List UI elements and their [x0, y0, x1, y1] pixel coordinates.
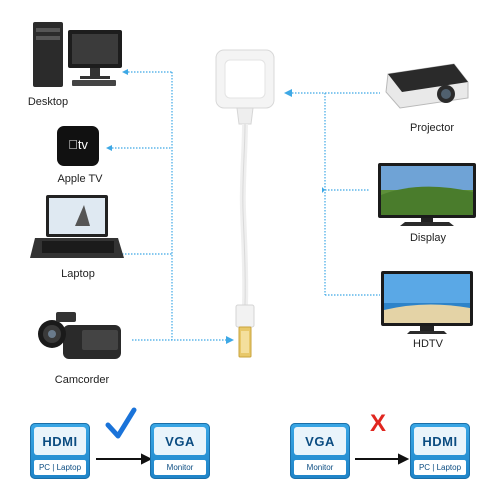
desktop-icon — [33, 22, 122, 87]
source-label-desktop: Desktop — [27, 96, 69, 108]
hdmi-port-panel: HDMI — [34, 427, 86, 455]
hdmi-port-panel: HDMI — [414, 427, 466, 455]
apple-tv-badge: tv — [62, 137, 94, 152]
port-label: HDMI — [42, 433, 78, 449]
display-icon — [378, 163, 476, 226]
apple-logo-icon:  — [68, 137, 78, 152]
camcorder-icon — [38, 312, 121, 359]
hdmi-in-arrow — [226, 336, 234, 344]
vga-port-panel: VGA — [294, 427, 346, 455]
valid-from-card: HDMI PC | Laptop — [30, 423, 90, 479]
adapter-icon — [215, 49, 275, 358]
device-label: PC | Laptop — [34, 460, 86, 475]
apple-tv-icon — [57, 126, 99, 166]
port-label: HDMI — [422, 433, 458, 449]
device-label: PC | Laptop — [414, 460, 466, 475]
port-label: VGA — [165, 433, 195, 449]
source-label-laptop: Laptop — [61, 268, 95, 280]
laptop-icon — [30, 195, 124, 258]
display-arrow — [322, 187, 325, 193]
display-label-display: Display — [409, 232, 447, 244]
valid-to-card: VGA Monitor — [150, 423, 210, 479]
device-label: Monitor — [294, 460, 346, 475]
hdtv-icon — [381, 271, 473, 334]
cross-icon: X — [369, 410, 386, 437]
invalid-arrowhead — [398, 453, 410, 465]
appletv-arrow — [106, 145, 112, 151]
projector-icon — [385, 63, 469, 109]
valid-arrowhead — [141, 453, 153, 465]
display-label-projector: Projector — [409, 122, 455, 134]
display-label-hdtv: HDTV — [413, 338, 443, 350]
check-icon — [105, 407, 137, 439]
vga-out-arrow — [284, 89, 292, 97]
device-label: Monitor — [154, 460, 206, 475]
desktop-arrow — [122, 69, 128, 75]
port-label: VGA — [305, 433, 335, 449]
source-label-camcorder: Camcorder — [54, 374, 110, 386]
vga-port-panel: VGA — [154, 427, 206, 455]
invalid-from-card: VGA Monitor — [290, 423, 350, 479]
source-label-apple-tv: Apple TV — [57, 173, 103, 185]
invalid-to-card: HDMI PC | Laptop — [410, 423, 470, 479]
